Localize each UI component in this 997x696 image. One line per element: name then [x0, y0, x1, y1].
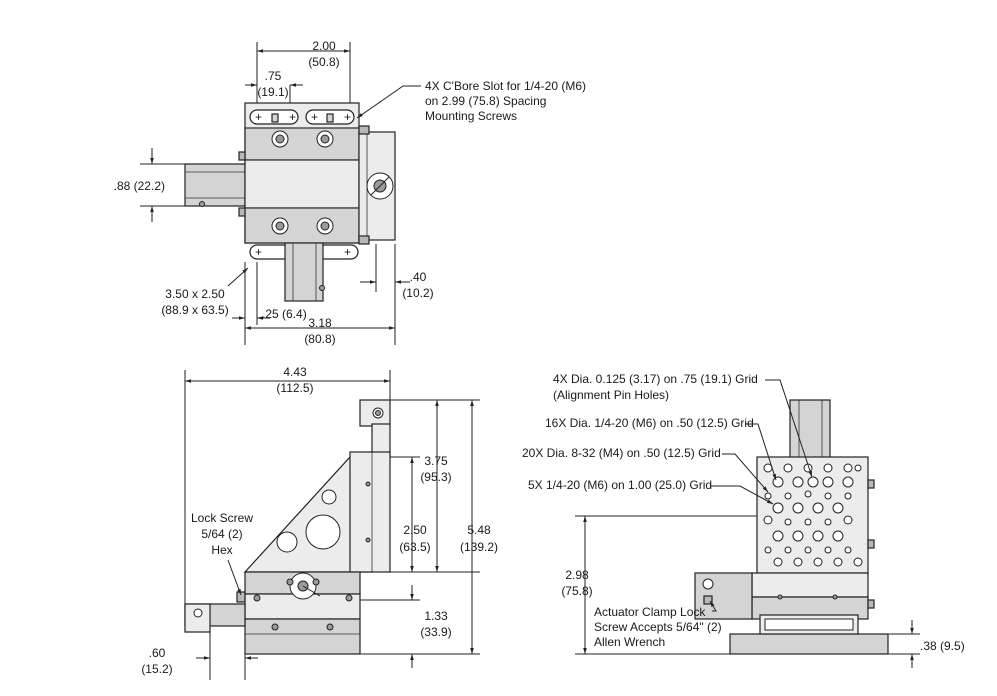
dim-40-mm: (10.2) — [402, 286, 433, 300]
slot-note-line2: on 2.99 (75.8) Spacing — [425, 94, 546, 108]
gusset-hole-large — [305, 514, 341, 550]
side-base — [244, 618, 361, 655]
dim-2-50-mm: (63.5) — [399, 540, 430, 554]
front-note1-line2: (Alignment Pin Holes) — [553, 388, 669, 402]
clamp-note-line1: Actuator Clamp Lock — [594, 605, 706, 619]
dim-1-33: 1.33 — [424, 609, 448, 623]
svg-text:+: + — [344, 245, 351, 259]
dim-60-mm: (15.2) — [141, 662, 172, 676]
dim-4-43-mm: (112.5) — [276, 381, 313, 395]
front-base — [729, 633, 889, 655]
front-note4: 5X 1/4-20 (M6) on 1.00 (25.0) Grid — [528, 478, 712, 492]
dim-75-mm: (19.1) — [257, 85, 288, 99]
dim-75: .75 — [265, 69, 282, 83]
slot-note-line3: Mounting Screws — [425, 109, 517, 123]
front-note1-line1: 4X Dia. 0.125 (3.17) on .75 (19.1) Grid — [553, 372, 758, 386]
front-hole-plate — [756, 456, 869, 574]
side-view: 4.43 (112.5) 5.48 (139.2) 3.75 (95.3) 2.… — [141, 365, 498, 680]
svg-text:+: + — [289, 110, 296, 124]
front-stage-upper — [751, 572, 869, 598]
dim-3-18: 3.18 — [308, 316, 332, 330]
dim-38: .38 (9.5) — [920, 639, 965, 653]
lock-screw-line1: Lock Screw — [191, 511, 253, 525]
dim-2-00-mm: (50.8) — [308, 55, 339, 69]
dim-base: 3.50 x 2.50 — [165, 287, 225, 301]
dim-60: .60 — [149, 646, 166, 660]
dim-88: .88 (22.2) — [114, 179, 165, 193]
front-view: 4X Dia. 0.125 (3.17) on .75 (19.1) Grid … — [522, 372, 965, 668]
front-note2: 16X Dia. 1/4-20 (M6) on .50 (12.5) Grid — [545, 416, 754, 430]
gusset-hole-small — [276, 531, 298, 553]
top-actuator — [284, 242, 324, 302]
clamp-note-line3: Allen Wrench — [594, 635, 665, 649]
dim-2-00: 2.00 — [312, 39, 336, 53]
svg-text:+: + — [311, 110, 318, 124]
dim-2-50: 2.50 — [403, 523, 427, 537]
dim-3-75: 3.75 — [424, 454, 448, 468]
front-hole-grid — [763, 463, 863, 567]
top-view: + + + + + + — [114, 39, 586, 346]
dim-5-48-mm: (139.2) — [460, 540, 498, 554]
lock-screw-line2: 5/64 (2) — [201, 527, 242, 541]
dim-3-18-mm: (80.8) — [304, 332, 335, 346]
dim-base-mm: (88.9 x 63.5) — [161, 303, 228, 317]
dim-2-98: 2.98 — [565, 568, 589, 582]
gusset-hole-small — [321, 489, 337, 505]
dim-5-48: 5.48 — [467, 523, 491, 537]
lock-screw-line3: Hex — [211, 543, 232, 557]
svg-text:+: + — [255, 245, 262, 259]
clamp-note-line2: Screw Accepts 5/64" (2) — [594, 620, 722, 634]
dim-1-33-mm: (33.9) — [420, 625, 451, 639]
front-note3: 20X Dia. 8-32 (M4) on .50 (12.5) Grid — [522, 446, 721, 460]
svg-text:+: + — [344, 110, 351, 124]
top-left-rail — [184, 163, 248, 207]
svg-text:+: + — [255, 110, 262, 124]
dim-25: .25 (6.4) — [262, 307, 307, 321]
dim-40: .40 — [410, 270, 427, 284]
dim-4-43: 4.43 — [283, 365, 307, 379]
side-vertical-plate — [349, 451, 391, 573]
slot-note-line1: 4X C'Bore Slot for 1/4-20 (M6) — [425, 79, 586, 93]
dim-2-98-mm: (75.8) — [561, 584, 592, 598]
dim-3-75-mm: (95.3) — [420, 470, 451, 484]
